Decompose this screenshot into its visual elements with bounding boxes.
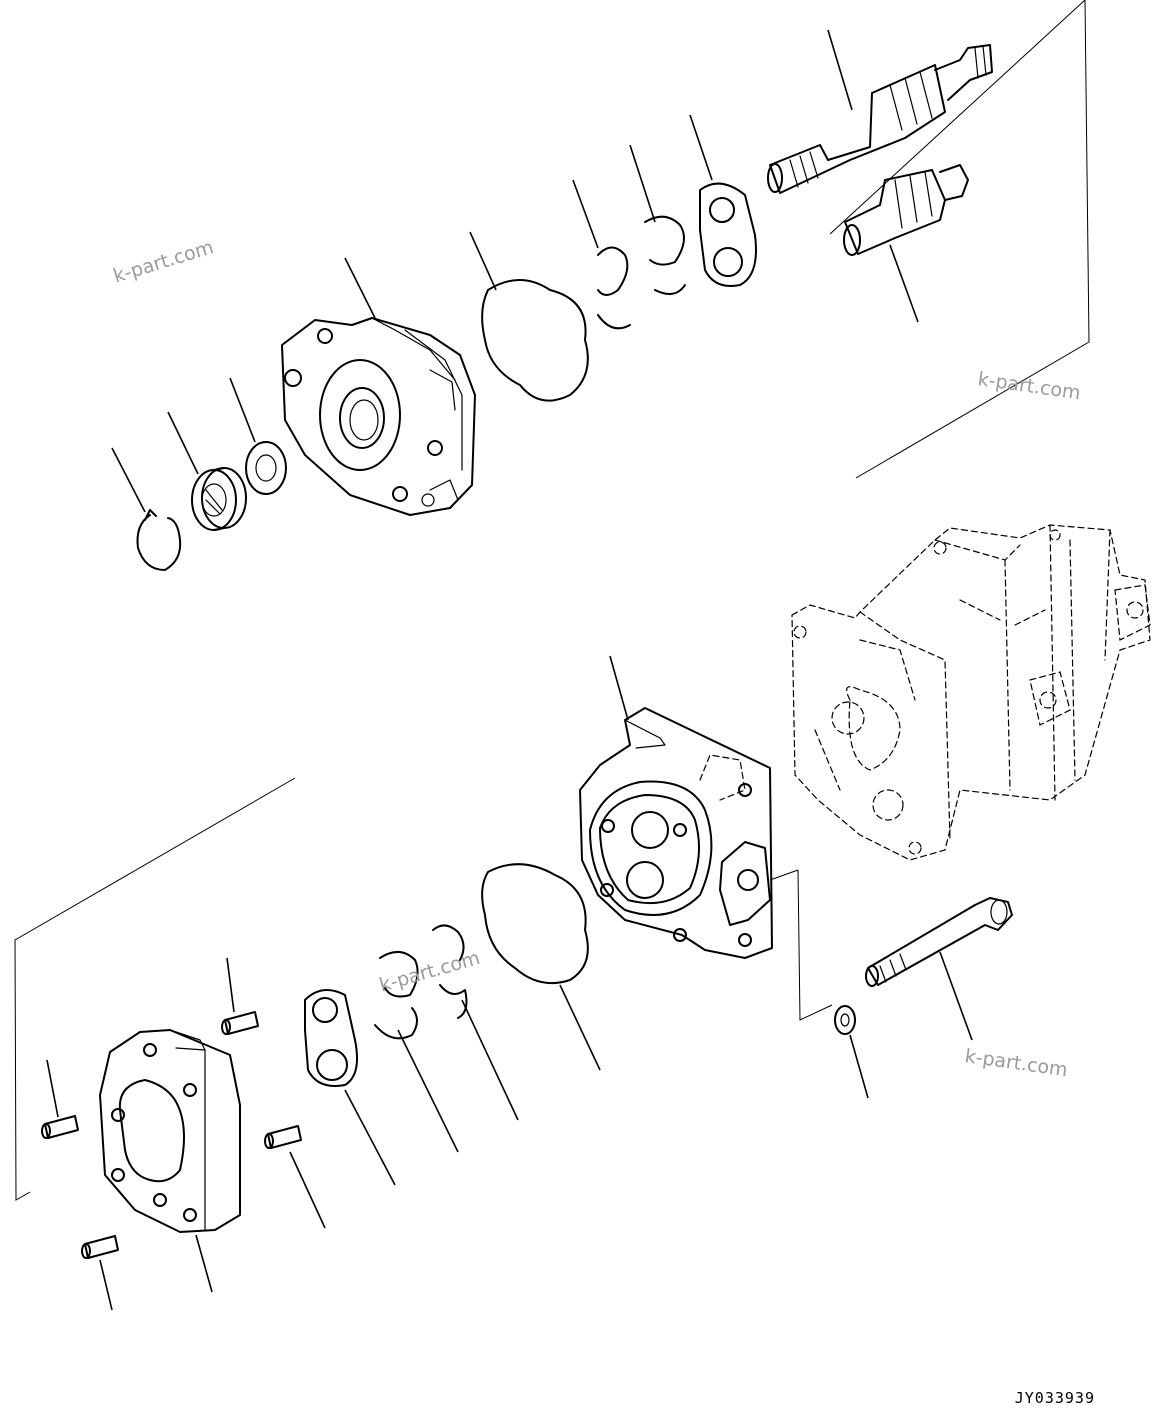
seal-ring-upper	[597, 246, 631, 330]
pump-assembly-phantom	[791, 524, 1151, 861]
side-plate	[699, 182, 757, 287]
dowel-pin-3	[264, 1125, 302, 1149]
gear-housing	[579, 707, 773, 959]
front-cover-housing	[281, 317, 476, 516]
thrust-washer	[245, 441, 287, 495]
snap-ring	[136, 509, 182, 571]
gear-plate	[99, 1029, 241, 1233]
bolt-washer	[834, 1005, 856, 1035]
backup-ring-upper	[644, 215, 686, 295]
lower-leader-lines	[46, 655, 973, 1311]
dowel-pin-1	[221, 1011, 259, 1035]
o-ring-upper	[481, 279, 589, 402]
needle-bearing	[191, 467, 247, 531]
drawing-code: JY033939	[1014, 1389, 1095, 1407]
upper-group-frame	[829, 0, 1090, 479]
drive-gear-shaft	[767, 44, 993, 194]
dowel-pin-4	[81, 1235, 119, 1259]
seal-ring-lower	[432, 924, 468, 1019]
driven-gear	[843, 164, 969, 256]
lower-group-frame	[14, 777, 833, 1201]
backup-ring-lower	[374, 951, 419, 1040]
side-plate-lower	[304, 989, 358, 1087]
o-ring-lower	[481, 863, 589, 984]
dowel-pin-2	[41, 1115, 79, 1139]
upper-leader-lines	[111, 29, 919, 513]
mounting-bolt	[865, 897, 1013, 987]
